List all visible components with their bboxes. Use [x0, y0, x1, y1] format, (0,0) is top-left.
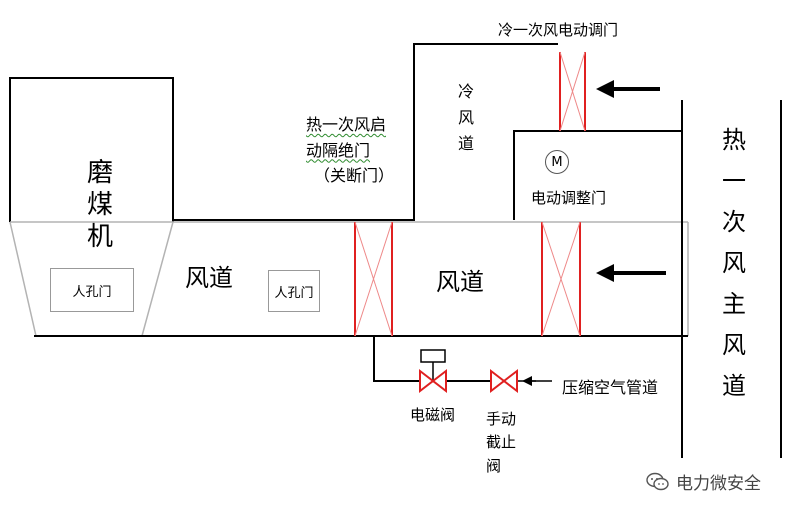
compressed-air-label: 压缩空气管道: [562, 378, 659, 397]
manhole-mid: 人孔门: [268, 270, 320, 312]
cold-damper-label: 冷一次风电动调门: [498, 21, 619, 39]
solenoid-valve-symbol: [419, 349, 447, 394]
duct-right-label: 风道: [436, 268, 484, 296]
mill-outline: [9, 77, 174, 222]
electric-damper-box: [513, 130, 682, 220]
cold-damper-valve: [559, 51, 586, 132]
motor-icon: M: [545, 150, 569, 174]
compressed-air-line: [373, 336, 420, 382]
duct-top-outline: [173, 43, 558, 221]
manual-valve-label: 手动 截止 阀: [486, 410, 517, 475]
hot-isolation-gate-label: 热一次风启 动隔绝门 （关断门）: [306, 115, 395, 186]
manual-valve-symbol: [490, 368, 518, 394]
cold-duct-label: 冷 风 道: [457, 82, 474, 153]
electric-damper-valve: [541, 221, 581, 337]
air-inlet-arrow: [522, 376, 532, 386]
duct-left-label: 风道: [185, 264, 233, 292]
cold-air-arrow: [596, 80, 660, 98]
wechat-icon: [646, 472, 669, 490]
solenoid-valve-label: 电磁阀: [410, 406, 456, 424]
hot-isolation-gate-valve: [354, 221, 393, 337]
electric-damper-label: 电动调整门: [531, 189, 607, 207]
manhole-left: 人孔门: [50, 268, 134, 312]
watermark: 电力微安全: [646, 469, 761, 494]
hot-air-arrow: [596, 264, 666, 282]
mill-label: 磨 煤 机: [86, 158, 113, 252]
hot-main-duct-label: 热 一 次 风 主 风 道: [722, 126, 746, 400]
